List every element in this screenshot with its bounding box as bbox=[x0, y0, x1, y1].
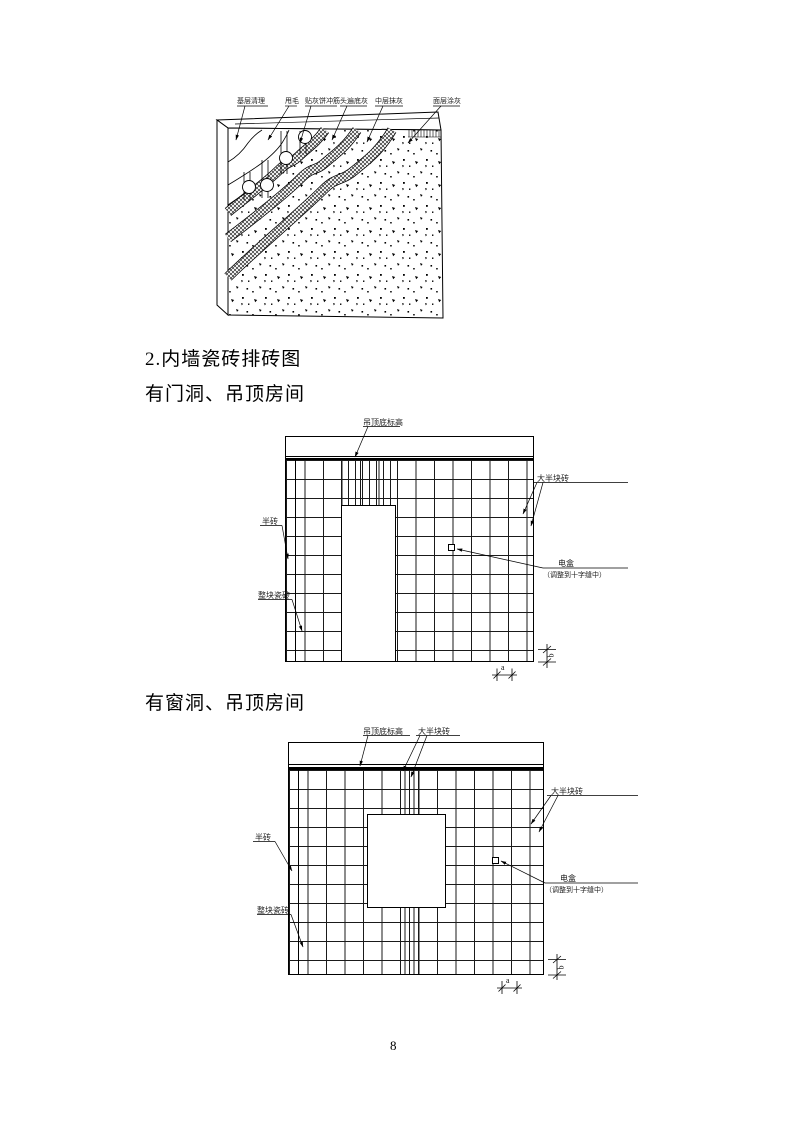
block-side-face bbox=[216, 119, 229, 317]
plaster-layers-diagram: 基层清理 甩毛 贴灰饼冲筋 头遍底灰 中层抹灰 面层涂灰 bbox=[205, 88, 485, 333]
plaster-layers-drawing bbox=[215, 105, 460, 319]
mortar-band-1 bbox=[224, 127, 330, 216]
door-electric-box-label: 电盒 bbox=[558, 558, 574, 568]
door-tile-grid bbox=[286, 460, 533, 661]
layer-label-roughening: 甩毛 bbox=[285, 97, 299, 105]
page-number: 8 bbox=[390, 1038, 397, 1053]
window-big-half-tile-right-label: 大半块砖 bbox=[551, 786, 583, 796]
finish-coat-edge bbox=[408, 130, 441, 138]
window-electric-box-label: 电盒 bbox=[560, 873, 576, 883]
window-wall-diagram: 吊顶底标高 大半块砖 大半块砖 半砖 整块瓷砖 电盒 （调整到十字缝中） b a bbox=[250, 720, 650, 1015]
door-wall-diagram: 吊顶底标高 大半块砖 半砖 整块瓷砖 电盒 （调整到十字缝中） b a bbox=[250, 413, 640, 691]
layer-label-middle-coat: 中层抹灰 bbox=[375, 97, 403, 105]
window-half-tile-label: 半砖 bbox=[255, 832, 271, 842]
door-ceiling-label: 吊顶底标高 bbox=[363, 417, 403, 427]
door-big-half-tile-label: 大半块砖 bbox=[537, 473, 569, 483]
base-layer-curves bbox=[227, 129, 307, 206]
window-electric-box bbox=[492, 857, 499, 864]
door-dim-b-label: b bbox=[546, 653, 556, 658]
window-above-ceiling-band bbox=[289, 743, 543, 765]
window-cut-tiles-below bbox=[400, 908, 422, 974]
door-electric-box bbox=[448, 544, 455, 551]
window-dim-b-label: b bbox=[556, 965, 566, 970]
concrete-speckle-area bbox=[228, 130, 443, 318]
door-whole-tile-label: 整块瓷砖 bbox=[258, 590, 290, 600]
window-half-tile-line bbox=[298, 769, 299, 974]
door-room-subheading: 有门洞、吊顶房间 bbox=[145, 384, 306, 405]
block-front-face bbox=[227, 127, 444, 319]
block-top-face bbox=[215, 111, 442, 131]
door-ceiling-line bbox=[286, 457, 533, 460]
layer-label-cakes-ribs: 贴灰饼冲筋 bbox=[305, 97, 340, 105]
window-opening bbox=[367, 814, 446, 908]
door-opening bbox=[340, 505, 396, 662]
door-cut-tiles-above bbox=[340, 460, 397, 505]
door-electric-box-note: （调整到十字缝中） bbox=[543, 570, 606, 579]
window-electric-box-note: （调整到十字缝中） bbox=[545, 885, 608, 894]
mortar-band-3 bbox=[224, 127, 397, 281]
layer-leaders bbox=[235, 105, 460, 144]
layer-label-finish-coat: 面层涂灰 bbox=[433, 97, 461, 105]
layer-label-first-base-coat: 头遍底灰 bbox=[340, 97, 368, 105]
door-above-ceiling-band bbox=[286, 437, 533, 457]
plaster-cakes bbox=[242, 130, 312, 194]
window-cut-tiles-above bbox=[400, 769, 422, 814]
door-half-tile-label: 半砖 bbox=[262, 516, 278, 526]
layer-label-base-cleaning: 基层清理 bbox=[237, 97, 265, 105]
section-heading: 2.内墙瓷砖排砖图 bbox=[145, 349, 302, 370]
mortar-band-2 bbox=[224, 127, 362, 242]
window-dim-a-label: a bbox=[506, 976, 510, 985]
window-ceiling-label: 吊顶底标高 bbox=[363, 726, 403, 736]
window-big-half-tile-top-label: 大半块砖 bbox=[418, 726, 450, 736]
door-half-tile-line bbox=[295, 460, 296, 661]
window-whole-tile-label: 整块瓷砖 bbox=[257, 905, 289, 915]
door-dim-a-label: a bbox=[501, 663, 505, 672]
window-room-subheading: 有窗洞、吊顶房间 bbox=[145, 693, 306, 714]
